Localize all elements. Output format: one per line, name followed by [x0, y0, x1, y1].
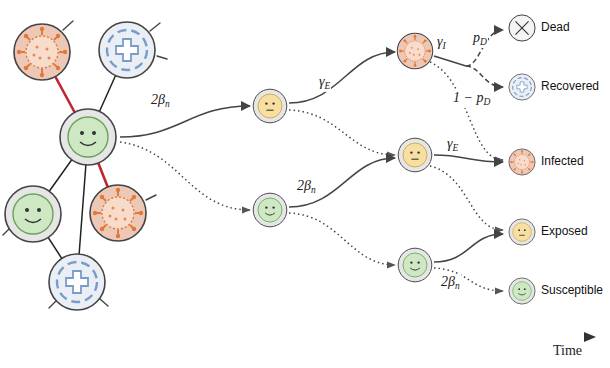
rate-label: 2βn	[150, 92, 171, 110]
legend-text: Dead	[541, 21, 570, 34]
legend-text: Infected	[541, 155, 584, 168]
rate-label: 1 − pD	[452, 90, 491, 108]
legend-text: Susceptible	[541, 284, 603, 297]
rate-label: 2βn	[440, 274, 461, 292]
rate-label: γI	[436, 34, 447, 52]
rate-label: 2βn	[296, 178, 317, 196]
rate-label: pD	[472, 30, 488, 48]
axis-label: Time	[552, 343, 583, 358]
legend-text: Recovered	[541, 80, 599, 93]
rate-label: γE	[318, 74, 331, 92]
legend-text: Exposed	[541, 225, 588, 238]
rate-label: γE	[446, 136, 459, 154]
